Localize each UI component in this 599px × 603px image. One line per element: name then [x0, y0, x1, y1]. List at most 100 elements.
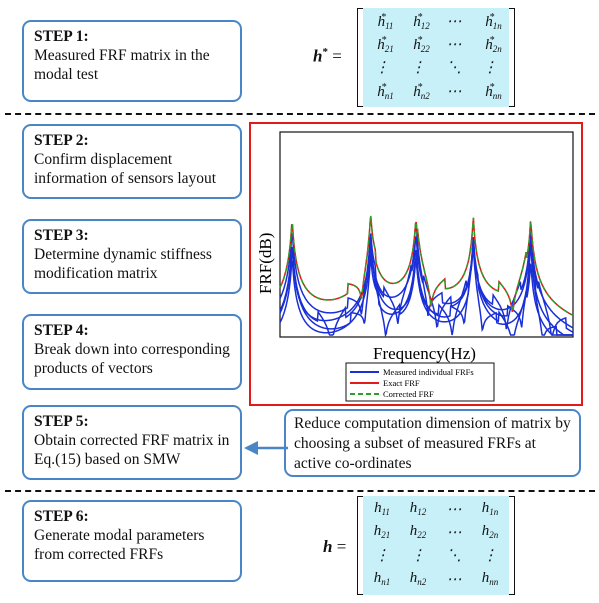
- matrix-cell: ⋮: [399, 58, 437, 77]
- matrix-entry-subscript: 2n: [489, 530, 499, 540]
- step-1-box: STEP 1: Measured FRF matrix in the modal…: [22, 20, 242, 102]
- matrix-entry-base: ⋮: [410, 548, 426, 564]
- matrix-entry-subscript: n1: [381, 577, 391, 587]
- frf-curves: [279, 215, 574, 338]
- matrix-cell: h21*: [363, 35, 401, 54]
- matrix-cell: ⋯: [435, 35, 473, 54]
- matrix-entry-base: h: [413, 84, 421, 100]
- matrix-cell: h12*: [399, 12, 437, 31]
- step-3-box: STEP 3: Determine dynamic stiffness modi…: [22, 219, 242, 294]
- matrix-entry-subscript: 11: [381, 507, 390, 517]
- matrix-entry-subscript: 21: [381, 530, 391, 540]
- matrix-entry-base: ⋯: [446, 572, 462, 588]
- matrix-entry-base: h: [481, 570, 490, 586]
- matrix-entry-subscript: nn: [489, 577, 499, 587]
- step-title: STEP 3:: [34, 227, 89, 244]
- matrix-cell: h2n: [471, 523, 509, 540]
- legend-label-corrected: Corrected FRF: [383, 389, 434, 399]
- equals-sign: =: [336, 537, 347, 556]
- matrix-bottom-label: h =: [323, 537, 346, 557]
- frf-chart-frame: FRF(dB) Frequency(Hz) Measured individua…: [249, 122, 583, 406]
- legend: Measured individual FRFs Exact FRF Corre…: [345, 362, 495, 402]
- matrix-entry-base: h: [409, 570, 418, 586]
- matrix-entry-base: h: [377, 14, 386, 30]
- step-6-box: STEP 6: Generate modal parameters from c…: [22, 500, 242, 582]
- matrix-entry-subscript: 1n: [489, 507, 499, 517]
- matrix-cell: h1n: [471, 500, 509, 517]
- note-box: Reduce computation dimension of matrix b…: [284, 409, 581, 477]
- matrix-entry-subscript: 12: [417, 507, 427, 517]
- matrix-entry-subscript: 12: [420, 21, 430, 31]
- step-text: Break down into corresponding products o…: [34, 341, 230, 377]
- step-title: STEP 5:: [34, 413, 89, 430]
- measured-frf-line: [279, 222, 574, 330]
- step-text: Determine dynamic stiffness modification…: [34, 246, 212, 282]
- legend-label-exact: Exact FRF: [383, 378, 420, 388]
- matrix-cell: ⋯: [435, 82, 473, 101]
- matrix-entry-subscript: 2n: [492, 44, 502, 54]
- step-text: Measured FRF matrix in the modal test: [34, 47, 210, 83]
- matrix-top-label: h* =: [313, 46, 342, 67]
- matrix-symbol: h: [313, 46, 323, 66]
- matrix-cell: ⋮: [471, 58, 509, 77]
- step-text: Confirm displacement information of sens…: [34, 151, 217, 187]
- step-text: Obtain corrected FRF matrix in Eq.(15) b…: [34, 432, 230, 468]
- legend-label-measured: Measured individual FRFs: [383, 367, 474, 377]
- step-5-box: STEP 5: Obtain corrected FRF matrix in E…: [22, 405, 242, 480]
- matrix-entry-base: h: [481, 500, 490, 516]
- matrix-entry-subscript: 1n: [492, 21, 502, 31]
- matrix-cell: hn1*: [363, 82, 401, 101]
- matrix-cell: ⋯: [435, 500, 473, 519]
- matrix-entry-superscript: *: [381, 35, 387, 46]
- matrix-entry-base: ⋮: [374, 548, 390, 564]
- matrix-cell: ⋮: [363, 58, 401, 77]
- matrix-entry-superscript: *: [381, 82, 387, 93]
- matrix-entry-base: ⋯: [446, 84, 462, 100]
- matrix-top: h11*h12*⋯h1n*h21*h22*⋯h2n*⋮⋮⋱⋮hn1*hn2*⋯h…: [357, 8, 515, 107]
- matrix-entry-superscript: *: [417, 12, 423, 23]
- matrix-cell: ⋮: [363, 546, 401, 565]
- matrix-symbol: h: [323, 537, 333, 556]
- matrix-entry-base: ⋯: [446, 502, 462, 518]
- step-text: Generate modal parameters from corrected…: [34, 527, 205, 563]
- matrix-cell: hnn: [471, 570, 509, 587]
- matrix-entry-subscript: nn: [492, 91, 502, 101]
- matrix-entry-superscript: *: [381, 12, 387, 23]
- matrix-entry-base: ⋮: [374, 60, 390, 76]
- step-title: STEP 2:: [34, 132, 89, 149]
- corrected-frf-line: [279, 215, 574, 317]
- matrix-entry-base: h: [377, 84, 385, 100]
- matrix-entry-subscript: 11: [385, 21, 394, 31]
- arrow-left-icon: [244, 441, 288, 455]
- matrix-entry-base: h: [485, 14, 493, 30]
- matrix-entry-base: ⋱: [446, 548, 462, 564]
- measured-frf-line: [279, 245, 573, 338]
- matrix-entry-subscript: n2: [420, 91, 430, 101]
- matrix-entry-superscript: *: [489, 82, 495, 93]
- matrix-entry-base: h: [413, 37, 421, 53]
- matrix-entry-base: h: [373, 570, 382, 586]
- matrix-cell: h22*: [399, 35, 437, 54]
- matrix-cell: h1n*: [471, 12, 509, 31]
- matrix-entry-base: ⋱: [446, 60, 462, 76]
- matrix-entry-superscript: *: [417, 82, 423, 93]
- x-axis-label: Frequency(Hz): [373, 344, 476, 363]
- step-2-box: STEP 2: Confirm displacement information…: [22, 124, 242, 199]
- matrix-cell: ⋮: [399, 546, 437, 565]
- step-title: STEP 6:: [34, 508, 89, 525]
- right-bracket: [509, 496, 515, 595]
- matrix-cell: hn1: [363, 570, 401, 587]
- matrix-cell: ⋱: [435, 546, 473, 565]
- matrix-entry-base: h: [409, 523, 418, 539]
- step-title: STEP 4:: [34, 322, 89, 339]
- matrix-entry-superscript: *: [489, 12, 495, 23]
- matrix-entry-base: h: [377, 37, 385, 53]
- matrix-entry-base: h: [485, 37, 493, 53]
- matrix-cell: ⋯: [435, 570, 473, 589]
- matrix-entry-base: h: [374, 500, 382, 516]
- right-bracket: [509, 8, 515, 107]
- matrix-cell: hn2: [399, 570, 437, 587]
- matrix-entry-base: ⋮: [410, 60, 426, 76]
- matrix-cell: ⋯: [435, 12, 473, 31]
